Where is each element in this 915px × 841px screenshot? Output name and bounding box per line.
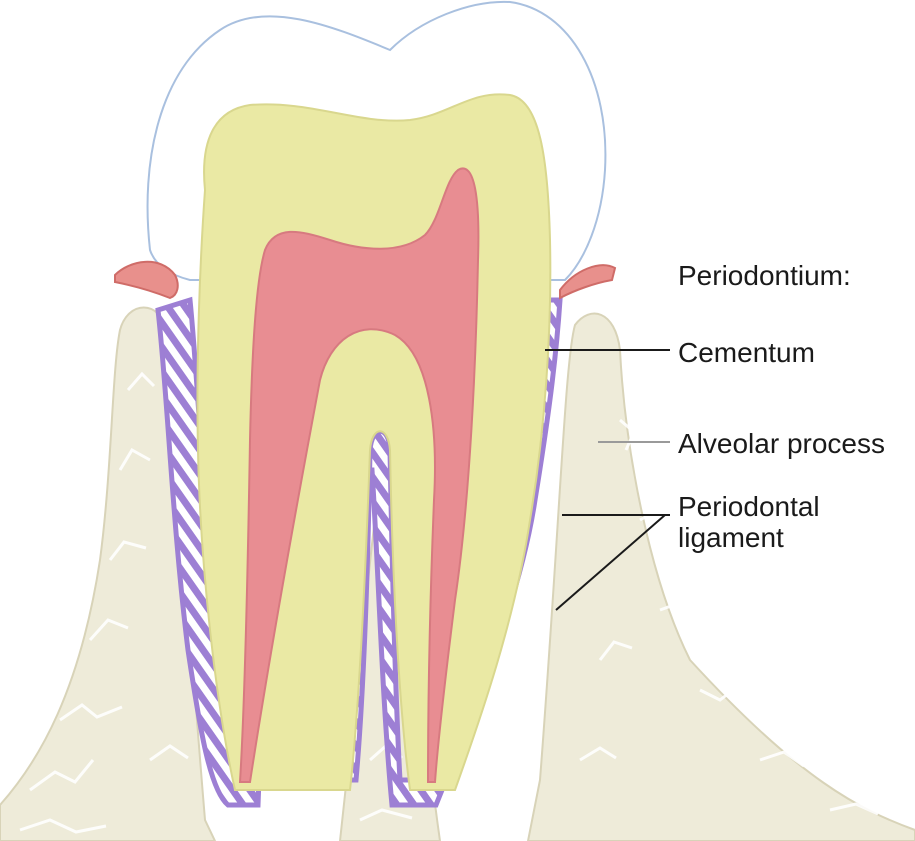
periodontal-ligament-label-line2: ligament [678,522,784,553]
gingiva-left [114,260,179,300]
leader-lines [545,349,670,611]
gingiva-right [559,264,617,300]
alveolar-bone-right [526,312,915,841]
alveolar-process-label: Alveolar process [678,428,885,459]
periodontal-ligament-label-line1: Periodontal [678,491,820,522]
periodontal-ligament-label: Periodontal ligament [678,491,820,553]
periodontium-label: Periodontium: [678,260,851,291]
pulp [238,167,480,783]
cementum-label: Cementum [678,337,815,368]
ligament-leader-line-2 [555,514,666,611]
